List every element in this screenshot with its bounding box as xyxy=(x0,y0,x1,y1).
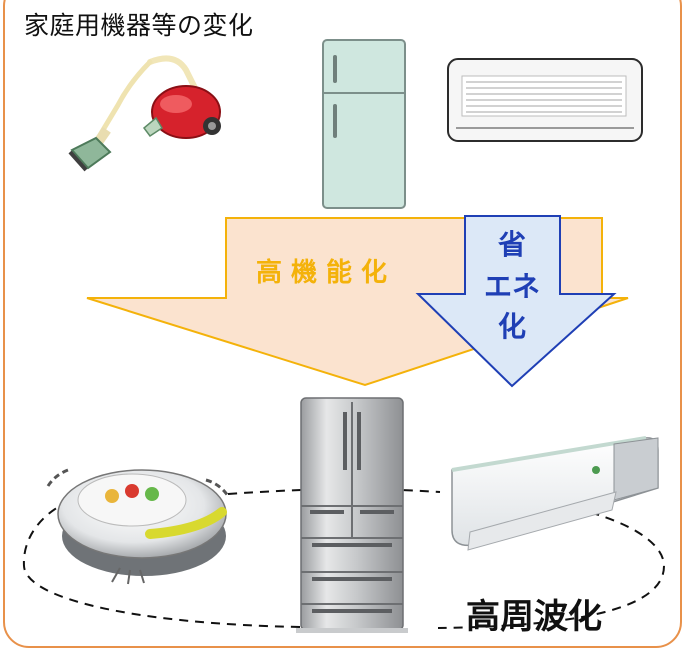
refrigerator-icon xyxy=(322,39,406,209)
energy-saving-label-line-3: 化 xyxy=(498,310,526,343)
high-frequency-label: 高周波化 xyxy=(466,597,602,637)
modern-air-conditioner-icon xyxy=(451,436,659,551)
air-conditioner-icon xyxy=(447,58,643,142)
energy-saving-label-line-2: エネ xyxy=(484,270,540,303)
energy-saving-label-line-1: 省 xyxy=(498,228,526,261)
energy-saving-arrow: 省 エネ 化 xyxy=(415,215,617,388)
diagram-title: 家庭用機器等の変化 xyxy=(24,11,254,40)
modern-refrigerator-icon xyxy=(296,397,408,633)
vacuum-cleaner-icon xyxy=(68,55,221,172)
high-function-label: 高機能化 xyxy=(256,257,396,288)
robot-vacuum-icon xyxy=(46,468,230,585)
